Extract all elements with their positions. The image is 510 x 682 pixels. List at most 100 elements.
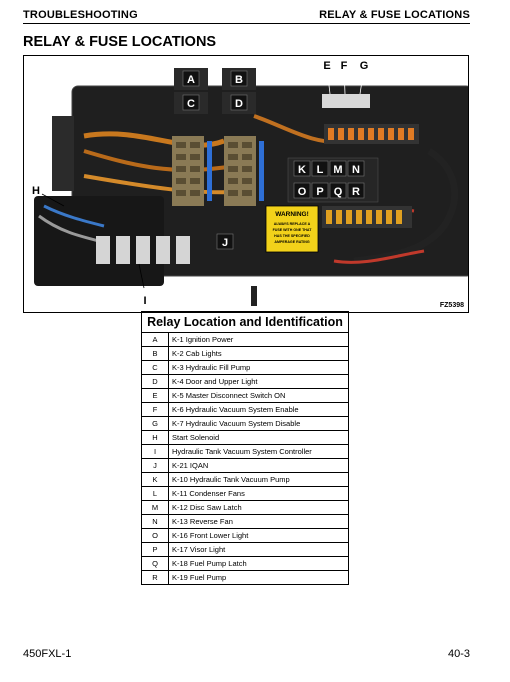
- relay-id: A: [141, 332, 169, 347]
- relay-id: N: [141, 514, 169, 529]
- relay-id: L: [141, 486, 169, 501]
- relay-id: O: [141, 528, 169, 543]
- callout-label-k: K: [298, 164, 306, 176]
- relay-id: D: [141, 374, 169, 389]
- figure-code: FZ5398: [439, 302, 464, 309]
- relay-description: K-1 Ignition Power: [168, 332, 349, 347]
- relay-description: K-21 IQAN: [168, 458, 349, 473]
- relay-id: C: [141, 360, 169, 375]
- callout-box: [230, 94, 248, 111]
- callout-box: [216, 233, 234, 250]
- relay-panel-photo: WARNING! ALWAYS REPLACE A FUSE WITH ONE …: [23, 55, 469, 313]
- header-rule: [23, 23, 470, 24]
- callout-label-m: M: [333, 164, 342, 176]
- relay-description: K-3 Hydraulic Fill Pump: [168, 360, 349, 375]
- relay-id: R: [141, 570, 169, 585]
- relay-description: K-2 Cab Lights: [168, 346, 349, 361]
- relay-table-title: Relay Location and Identification: [141, 311, 349, 333]
- relay-description: K-10 Hydraulic Tank Vacuum Pump: [168, 472, 349, 487]
- callout-box: [230, 70, 248, 87]
- callout-label-q: Q: [334, 186, 343, 198]
- callout-label-c: C: [187, 98, 195, 110]
- relay-id: M: [141, 500, 169, 515]
- footer-model: 450FXL-1: [23, 648, 72, 660]
- callout-label-a: A: [187, 74, 195, 86]
- relay-panel-illustration: WARNING! ALWAYS REPLACE A FUSE WITH ONE …: [32, 60, 468, 307]
- header-topic: RELAY & FUSE LOCATIONS: [319, 9, 470, 21]
- callout-label-i: I: [143, 295, 146, 307]
- relay-description: Hydraulic Tank Vacuum System Controller: [168, 444, 349, 459]
- warning-line: HAS THE SPECIFIED: [274, 234, 310, 238]
- callout-label-h: H: [32, 185, 40, 197]
- callout-label-j: J: [222, 237, 228, 249]
- relay-id: Q: [141, 556, 169, 571]
- header-section: TROUBLESHOOTING: [23, 9, 138, 21]
- relay-description: K-7 Hydraulic Vacuum System Disable: [168, 416, 349, 431]
- relay-description: K-4 Door and Upper Light: [168, 374, 349, 389]
- callout-box: [329, 160, 347, 177]
- callout-label-l: L: [317, 164, 324, 176]
- relay-id: P: [141, 542, 169, 557]
- callout-box: [311, 160, 329, 177]
- callout-box: [293, 182, 311, 199]
- callout-label-f: F: [341, 60, 348, 72]
- relay-description: K-12 Disc Saw Latch: [168, 500, 349, 515]
- relay-id: F: [141, 402, 169, 417]
- callout-label-r: R: [352, 186, 360, 198]
- relay-description: K-13 Reverse Fan: [168, 514, 349, 529]
- callout-label-o: O: [298, 186, 307, 198]
- callout-box: [329, 182, 347, 199]
- relay-id: B: [141, 346, 169, 361]
- relay-description: K-6 Hydraulic Vacuum System Enable: [168, 402, 349, 417]
- page-title: RELAY & FUSE LOCATIONS: [23, 34, 217, 50]
- relay-description: K-16 Front Lower Light: [168, 528, 349, 543]
- relay-id: E: [141, 388, 169, 403]
- callout-label-e: E: [323, 60, 330, 72]
- callout-box: [182, 70, 200, 87]
- warning-line: FUSE WITH ONE THAT: [273, 228, 313, 232]
- relay-description: Start Solenoid: [168, 430, 349, 445]
- callout-label-p: P: [316, 186, 323, 198]
- callout-box: [311, 182, 329, 199]
- relay-id: G: [141, 416, 169, 431]
- relay-id: K: [141, 472, 169, 487]
- callout-box: [182, 94, 200, 111]
- relay-description: K-18 Fuel Pump Latch: [168, 556, 349, 571]
- callout-label-b: B: [235, 74, 243, 86]
- callout-label-g: G: [360, 60, 369, 72]
- callout-box: [347, 182, 365, 199]
- callout-box: [293, 160, 311, 177]
- callout-box: [347, 160, 365, 177]
- callout-label-n: N: [352, 164, 360, 176]
- warning-line: AMPERAGE RATING: [274, 240, 309, 244]
- footer-page: 40-3: [447, 648, 470, 660]
- relay-description: K-17 Visor Light: [168, 542, 349, 557]
- warning-line: ALWAYS REPLACE A: [274, 222, 311, 226]
- relay-description: K-19 Fuel Pump: [168, 570, 349, 585]
- callout-label-d: D: [235, 98, 243, 110]
- warning-heading: WARNING!: [275, 211, 309, 218]
- warning-label: WARNING! ALWAYS REPLACE A FUSE WITH ONE …: [265, 205, 319, 253]
- relay-description: K-11 Condenser Fans: [168, 486, 349, 501]
- relay-description: K-5 Master Disconnect Switch ON: [168, 388, 349, 403]
- relay-id: H: [141, 430, 169, 445]
